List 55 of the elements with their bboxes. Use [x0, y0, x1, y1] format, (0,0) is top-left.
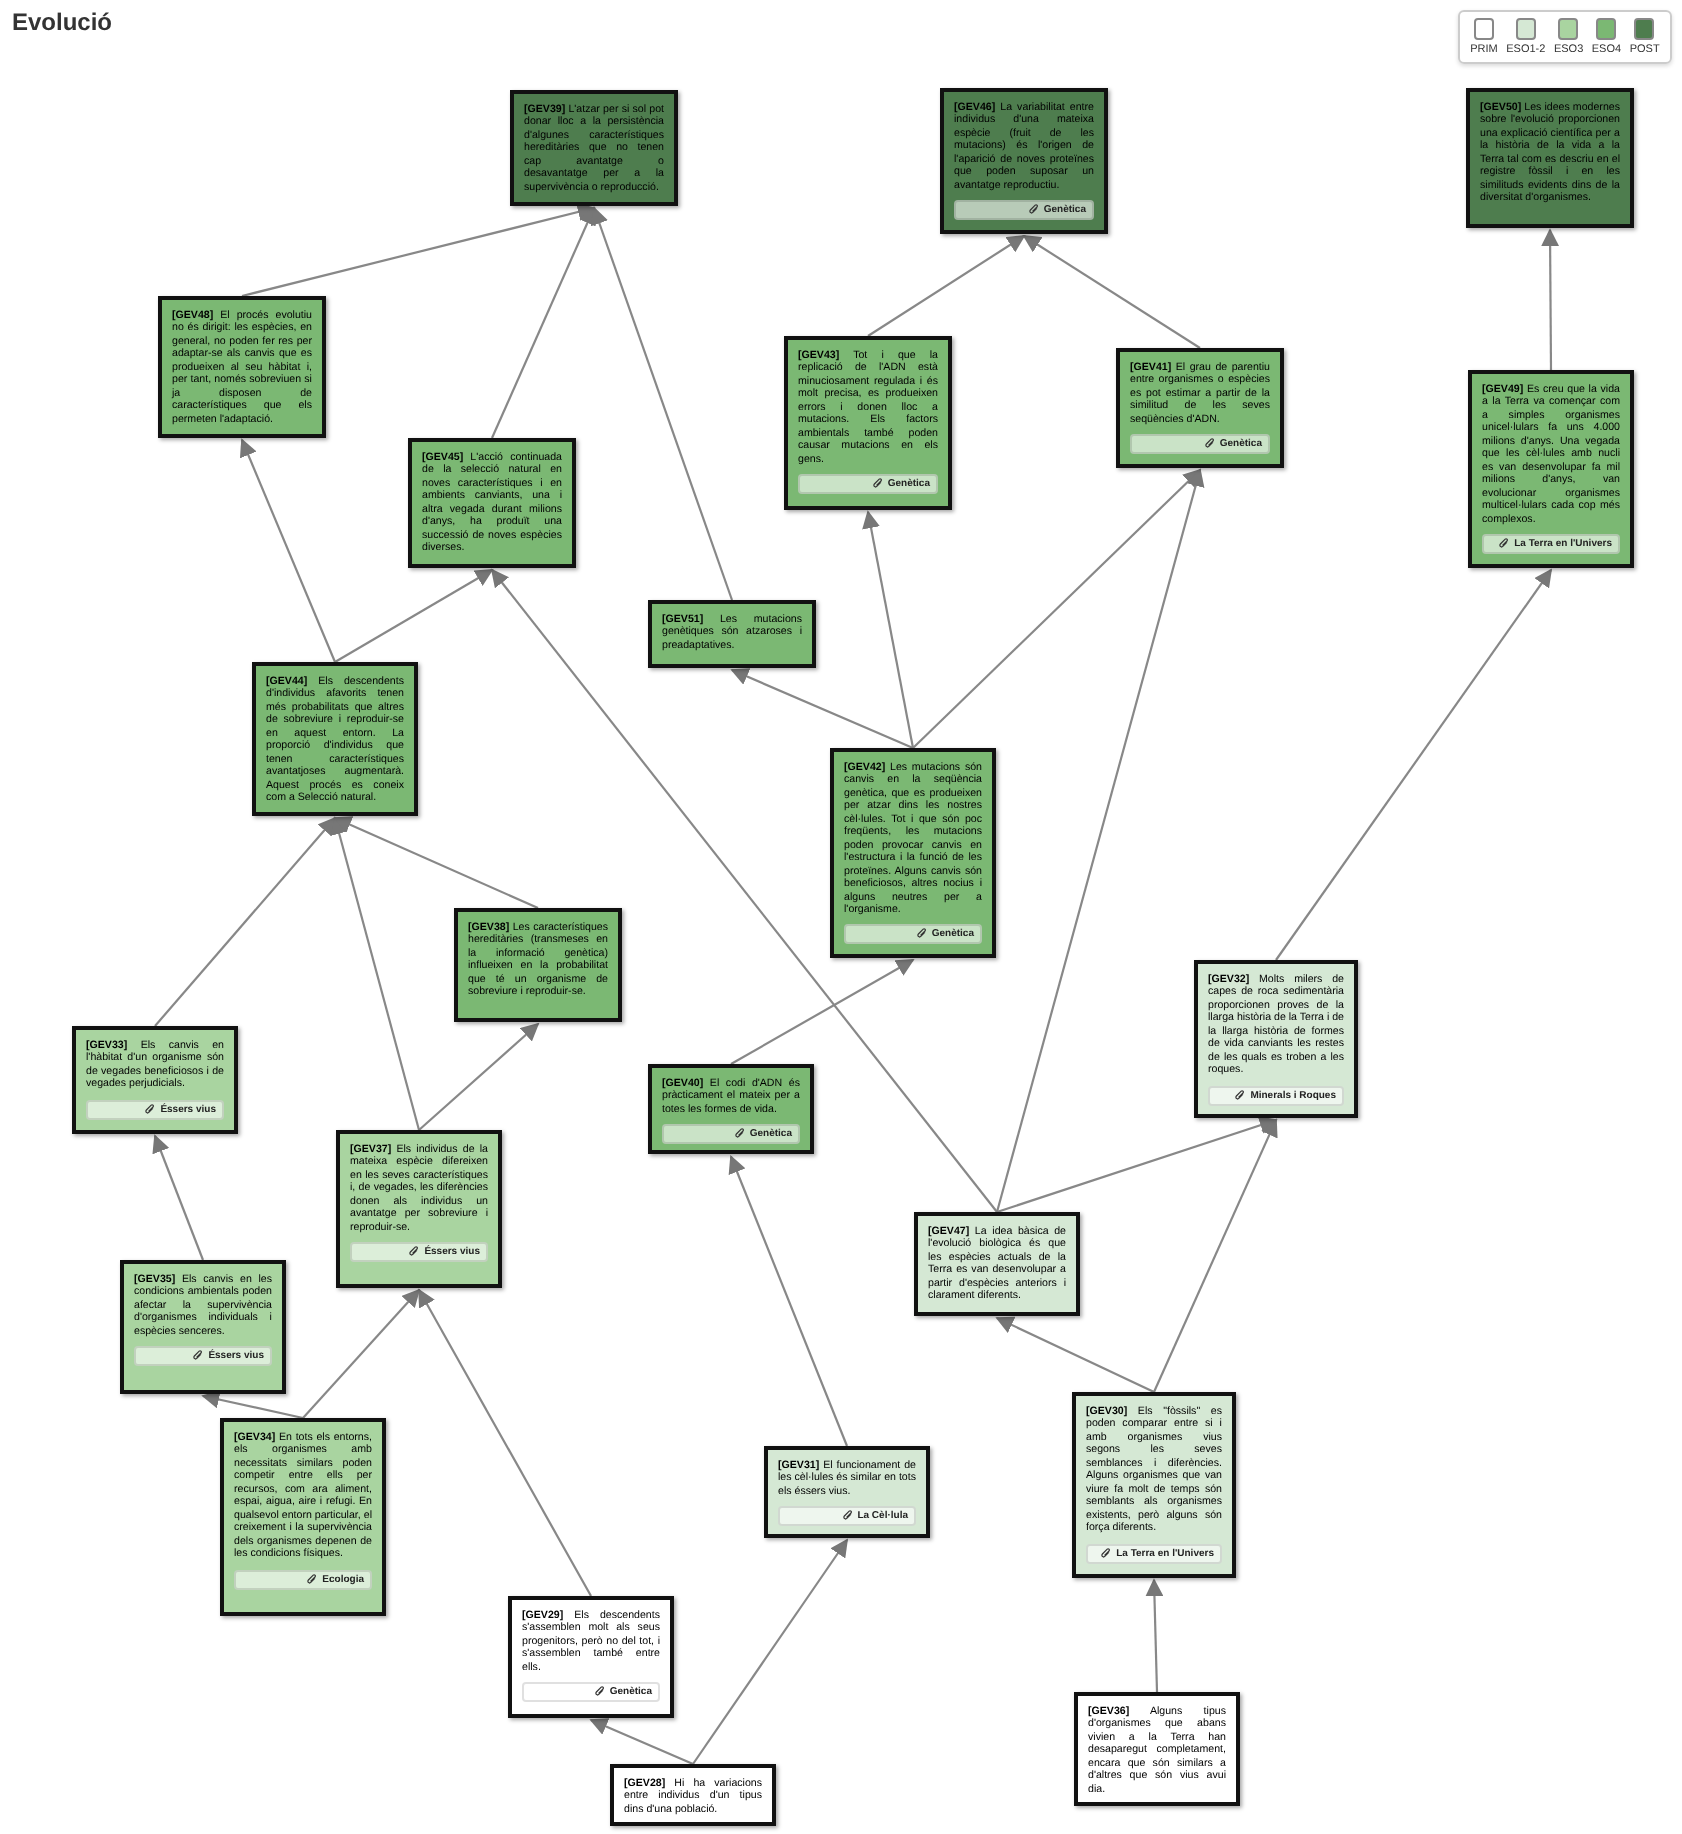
concept-card	[648, 600, 816, 668]
diagram-title: Evolució	[12, 8, 113, 36]
concept-card	[764, 1446, 930, 1538]
arrow	[995, 1316, 1155, 1393]
arrow	[201, 1390, 304, 1420]
concept-card	[72, 1026, 238, 1134]
arrow	[302, 1288, 421, 1419]
concept-card	[510, 90, 678, 206]
concept-card	[1468, 370, 1634, 568]
concept-card	[914, 1212, 1080, 1316]
arrow	[490, 568, 998, 1213]
concept-card	[1072, 1392, 1236, 1578]
arrow	[862, 510, 915, 749]
arrow	[995, 468, 1205, 1213]
arrow	[333, 816, 539, 909]
concept-card	[220, 1418, 386, 1616]
arrow	[1153, 1118, 1278, 1393]
arrow	[152, 1134, 205, 1261]
arrow	[1541, 228, 1560, 370]
arrow	[912, 468, 1202, 749]
arrow	[730, 959, 915, 1065]
arrow	[418, 1022, 540, 1131]
concept-card	[830, 748, 996, 958]
arrow	[996, 1116, 1278, 1214]
concept-card	[1466, 88, 1634, 228]
arrow	[1022, 235, 1201, 349]
arrow	[491, 206, 596, 439]
concept-card	[610, 1764, 776, 1827]
arrow	[692, 1538, 848, 1765]
concept-card	[336, 1130, 502, 1288]
arrow	[590, 206, 734, 601]
concept-card	[158, 296, 326, 438]
concept-card	[648, 1064, 814, 1155]
concept-card	[940, 88, 1108, 234]
concept-card	[252, 662, 418, 816]
arrow	[239, 438, 336, 663]
arrow	[154, 816, 337, 1027]
concept-card	[454, 908, 622, 1022]
arrow	[867, 235, 1026, 337]
concept-card	[408, 438, 576, 568]
arrow	[730, 668, 914, 749]
arrow	[418, 1288, 592, 1597]
arrow	[589, 1718, 694, 1765]
arrow	[728, 1155, 849, 1447]
concept-card	[120, 1260, 286, 1394]
arrow	[241, 203, 596, 298]
arrow	[1145, 1578, 1164, 1693]
arrow	[334, 569, 494, 663]
concept-card	[784, 336, 952, 510]
concept-card	[508, 1596, 674, 1718]
arrow	[330, 816, 421, 1131]
arrow	[1275, 568, 1553, 961]
concept-card	[1116, 348, 1284, 468]
concept-card	[1074, 1692, 1240, 1807]
concept-card	[1194, 960, 1358, 1118]
